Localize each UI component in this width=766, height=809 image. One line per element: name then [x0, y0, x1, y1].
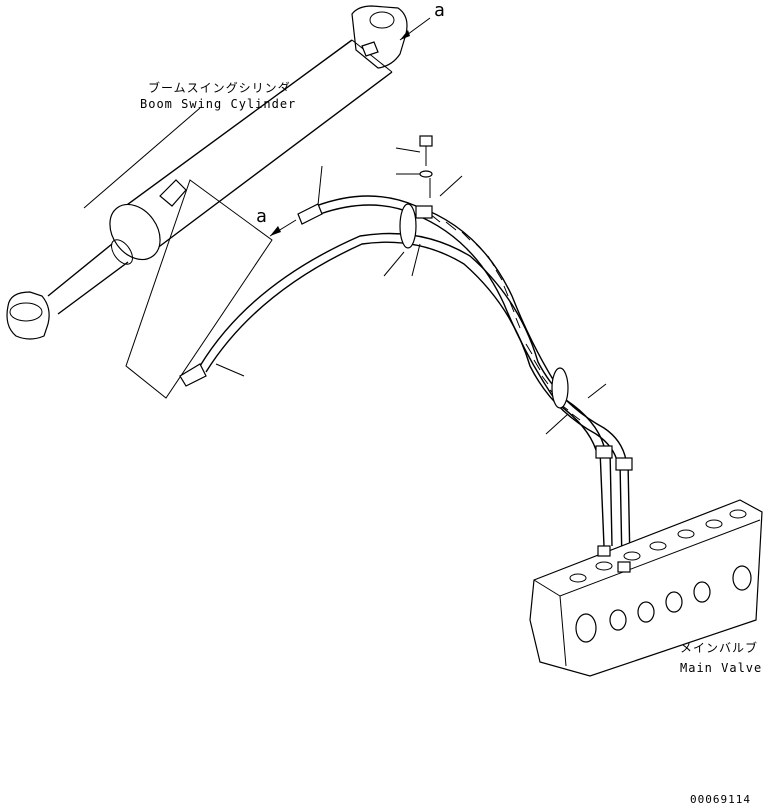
bottom-port-fitting [159, 179, 187, 207]
head-port-fitting [361, 41, 379, 57]
lower-hose [179, 232, 627, 465]
valve-label-en: Main Valve [680, 661, 762, 675]
valve-spool-caps [575, 565, 752, 643]
hose-clamp-upper [399, 178, 433, 249]
upper-hose-end-fitting [297, 203, 323, 225]
cylinder-label-en: Boom Swing Cylinder [140, 97, 296, 111]
ref-a-left-label: a [256, 206, 268, 227]
spiral-protector-upper [429, 213, 521, 329]
detail-callout-frame [125, 179, 273, 399]
drawing-number: 00069114 [690, 793, 751, 806]
ref-a-top: a [399, 0, 446, 41]
clamp-bolt [395, 135, 433, 166]
ref-a-top-label: a [434, 0, 446, 21]
cylinder-label-jp: ブームスイングシリンダ [148, 80, 291, 95]
valve-port-fitting-1 [597, 545, 611, 557]
rod-end-eye [6, 291, 50, 340]
main-valve [529, 499, 763, 677]
barrel-end-clevis [351, 5, 408, 73]
boom-swing-cylinder [6, 5, 408, 340]
valve-top-ports [569, 509, 747, 583]
clamp-washer [396, 170, 433, 178]
valve-label-jp: メインバルブ [680, 640, 758, 655]
ref-a-left: a [256, 206, 297, 237]
valve-port-fitting-2 [617, 561, 631, 573]
upper-hose [297, 165, 605, 451]
hose-clamp-lower [551, 367, 569, 409]
lower-hose-end-fitting [179, 363, 207, 387]
valve-connector-tubes [595, 445, 633, 565]
